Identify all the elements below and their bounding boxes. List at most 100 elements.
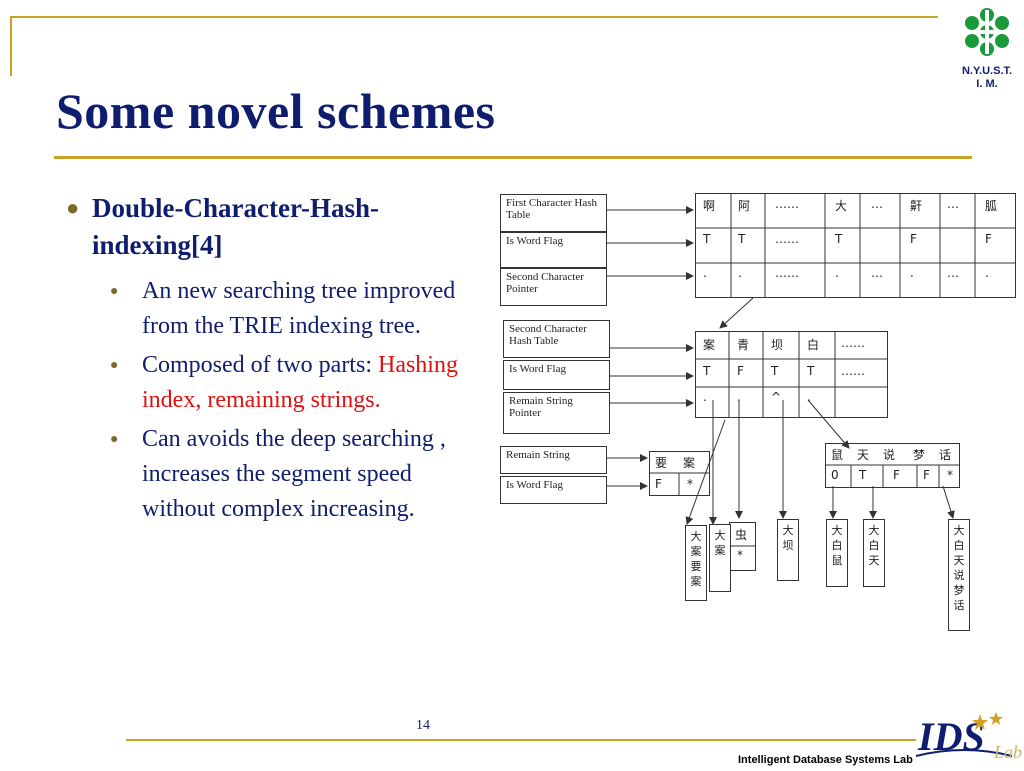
university-logo-line1: N.Y.U.S.T. <box>961 65 1013 77</box>
t2-cell: 坝 <box>771 338 784 352</box>
word-box: 大案要案 <box>685 525 707 601</box>
word-box: 大案 <box>709 524 731 592</box>
t3-cell: 案 <box>683 456 696 470</box>
title-underline <box>54 156 972 159</box>
bullet-sub-3-text: Can avoids the deep searching , increase… <box>142 426 446 522</box>
t1-cell: T <box>703 232 711 246</box>
t1-cell: … <box>871 266 883 280</box>
word-box: 大坝 <box>777 519 799 581</box>
bullet-sub-2: ● Composed of two parts: Hashing index, … <box>64 348 484 418</box>
t4-cell: 说 <box>883 448 896 462</box>
bullet-dot-icon: ● <box>110 284 119 299</box>
t1-cell: F <box>985 232 992 246</box>
bullet-dot-icon: ● <box>110 432 119 447</box>
bullet-sub-3: ● Can avoids the deep searching , increa… <box>64 422 484 527</box>
t2-cell: 青 <box>737 338 750 352</box>
t1-cell: … <box>871 197 883 211</box>
small-table-cell: 虫 <box>735 528 748 542</box>
first-hash-table <box>695 193 1016 298</box>
t4-cell: 天 <box>857 448 870 462</box>
is-word-flag-label-1: Is Word Flag <box>500 232 607 268</box>
t4-cell: * <box>947 468 953 482</box>
university-logo-line2: I. M. <box>976 78 998 90</box>
t2-cell: …… <box>841 336 865 350</box>
university-logo-icon <box>965 8 1009 56</box>
word-box: 大白天 <box>863 519 885 587</box>
t1-cell: …… <box>775 266 799 280</box>
bullet-sub-1-text: An new searching tree improved from the … <box>142 278 456 339</box>
remain-string-pointer-label: Remain String Pointer <box>503 392 610 434</box>
is-word-flag-label-3: Is Word Flag <box>500 476 607 504</box>
bullet-sub-2-highlight: Hashing index, remaining strings. <box>142 352 458 413</box>
remain-string-table <box>649 451 710 496</box>
t1-cell: 大 <box>835 199 848 213</box>
svg-text:IDS: IDS <box>917 714 985 759</box>
t3-cell: * <box>687 477 693 491</box>
t4-cell: F <box>923 468 930 482</box>
ids-lab-logo-sub: Lab <box>994 742 1023 762</box>
t2-cell: T <box>807 364 815 378</box>
t1-cell: 啊 <box>703 199 716 213</box>
t2-cell: 白 <box>807 338 820 352</box>
page-title: Some novel schemes <box>56 83 496 139</box>
t4-cell: F <box>893 468 900 482</box>
word-box: 大白鼠 <box>826 519 848 587</box>
is-word-flag-label-2: Is Word Flag <box>503 360 610 390</box>
t1-cell: T <box>835 232 843 246</box>
t1-cell: T <box>738 232 746 246</box>
t4-cell: 0 <box>831 468 839 482</box>
t1-cell: …… <box>775 197 799 211</box>
t1-cell: F <box>910 232 917 246</box>
t3-cell: F <box>655 477 662 491</box>
t1-cell: . <box>738 266 742 280</box>
t2-cell: T <box>703 364 711 378</box>
university-logo: N.Y.U.S.T. I. M. <box>955 4 1019 90</box>
t1-cell: . <box>985 266 989 280</box>
word-box: 大白天说梦话 <box>948 519 970 631</box>
t1-cell: 鼾 <box>910 199 923 213</box>
bullet-dot-icon: ● <box>110 358 119 373</box>
bullet-main-text: Double-Character-Hash-indexing[4] <box>92 193 379 260</box>
t2-cell: . <box>737 390 741 404</box>
second-char-hash-table-label: Second Character Hash Table <box>503 320 610 358</box>
t2-cell: 案 <box>703 338 716 352</box>
t2-cell: F <box>737 364 744 378</box>
t2-cell: ^ <box>771 390 782 404</box>
bullet-main: ● Double-Character-Hash-indexing[4] <box>64 190 484 264</box>
remain-string-label: Remain String <box>500 446 607 474</box>
t2-cell: T <box>771 364 779 378</box>
bullet-dot-icon: ● <box>66 195 80 220</box>
first-char-hash-table-label: First Character Hash Table <box>500 194 607 232</box>
double-hash-diagram: First Character Hash Table Is Word Flag … <box>495 188 1020 640</box>
remain-string-table-2 <box>825 443 960 488</box>
page-number: 14 <box>416 718 430 733</box>
t4-cell: 梦 <box>913 448 926 462</box>
t4-cell: 鼠 <box>831 448 844 462</box>
t1-cell: . <box>910 266 914 280</box>
left-gold-line <box>10 16 12 76</box>
bullet-list: ● Double-Character-Hash-indexing[4] ● An… <box>64 190 484 527</box>
t1-cell: 阿 <box>738 199 751 213</box>
footer-lab-name: Intelligent Database Systems Lab <box>738 754 913 766</box>
t2-cell: …… <box>841 364 865 378</box>
t1-cell: . <box>703 266 707 280</box>
t1-cell: …… <box>775 232 799 246</box>
second-hash-table <box>695 331 888 418</box>
t1-cell: … <box>947 266 959 280</box>
ids-lab-logo-icon: IDS <box>915 712 1013 759</box>
footer-gold-line <box>126 739 916 741</box>
second-char-pointer-label: Second Character Pointer <box>500 268 607 306</box>
small-table-cell: * <box>737 548 743 562</box>
diagram-arrows <box>602 206 955 525</box>
ids-lab-logo: IDS Lab <box>914 706 1023 766</box>
top-gold-line <box>10 16 938 18</box>
t1-cell: 胍 <box>985 199 998 213</box>
t4-cell: T <box>859 468 867 482</box>
t1-cell: … <box>947 197 959 211</box>
t3-cell: 要 <box>655 456 668 470</box>
bullet-sub-2-text: Composed of two parts: <box>142 352 372 378</box>
t4-cell: 话 <box>939 448 952 462</box>
bullet-sub-1: ● An new searching tree improved from th… <box>64 274 484 344</box>
t2-cell: . <box>807 390 811 404</box>
t2-cell: . <box>703 390 707 404</box>
